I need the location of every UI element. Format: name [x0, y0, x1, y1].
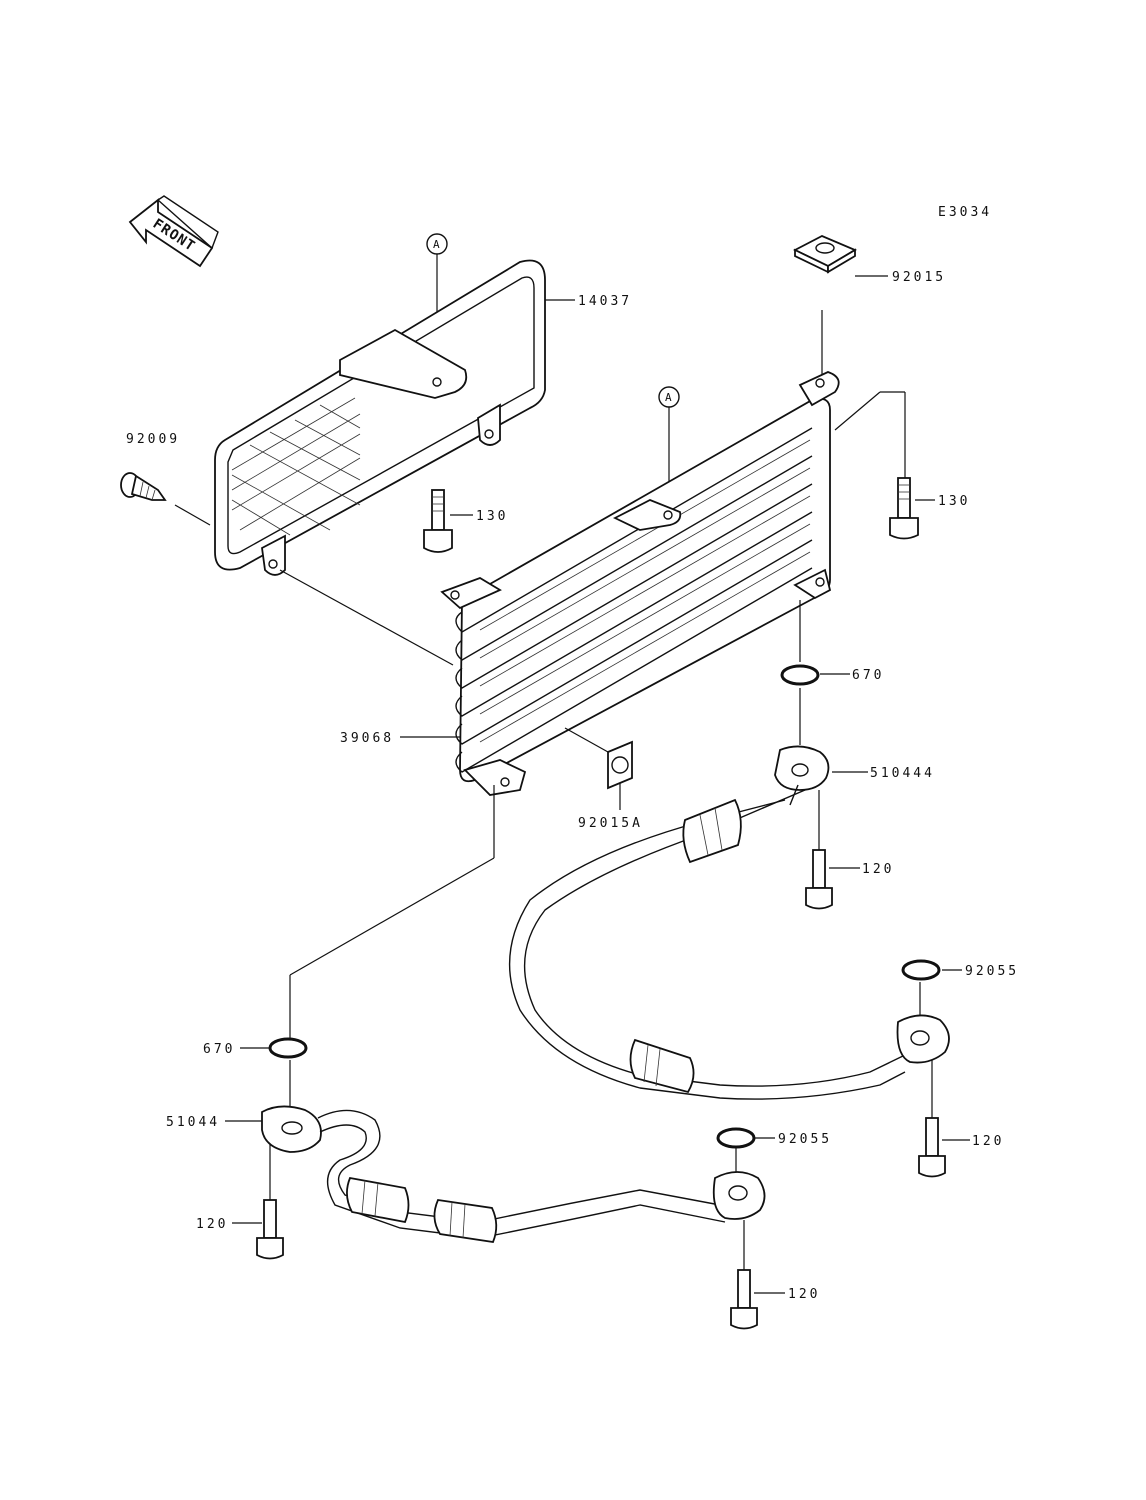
bolt-130-left — [423, 489, 453, 553]
svg-text:A: A — [665, 391, 672, 404]
clip-nut-top — [792, 235, 857, 378]
bolt-120-upper — [805, 849, 833, 910]
diagram-code: E3034 — [938, 205, 992, 220]
tapping-screw-92009 — [120, 472, 167, 501]
clip-nut-92015a — [607, 740, 633, 790]
label-120-bottom: 120 — [788, 1287, 820, 1302]
label-130-left: 130 — [476, 509, 508, 524]
label-670-left: 670 — [203, 1042, 235, 1057]
label-51044: 51044 — [166, 1115, 220, 1130]
cooler-guard — [214, 259, 546, 576]
label-92015a: 92015A — [578, 816, 643, 831]
label-14037: 14037 — [578, 294, 632, 309]
o-ring-92055-left — [716, 1127, 756, 1149]
front-arrow-icon: FRONT — [128, 195, 219, 268]
bolt-120-left — [256, 1199, 284, 1260]
bolt-130-right — [889, 477, 919, 540]
label-120-left: 120 — [196, 1217, 228, 1232]
label-39068: 39068 — [340, 731, 394, 746]
o-ring-92055-right — [901, 959, 941, 981]
oil-cooler-core — [440, 371, 840, 796]
o-ring-670-left — [268, 1037, 308, 1059]
bolt-120-bottom — [730, 1269, 758, 1330]
oil-hose-upper — [508, 745, 950, 1100]
svg-text:A: A — [433, 238, 440, 251]
label-670-right: 670 — [852, 668, 884, 683]
label-92055-right: 92055 — [965, 964, 1019, 979]
label-130-right: 130 — [938, 494, 970, 509]
bolt-120-right — [918, 1117, 946, 1178]
label-510444: 510444 — [870, 766, 935, 781]
label-120-upper: 120 — [862, 862, 894, 877]
label-92055-left: 92055 — [778, 1132, 832, 1147]
label-120-right: 120 — [972, 1134, 1004, 1149]
leader-lines — [174, 275, 970, 1294]
o-ring-670-right — [780, 664, 820, 686]
oil-hose-lower — [261, 1105, 766, 1243]
label-92015: 92015 — [892, 270, 946, 285]
label-92009: 92009 — [126, 432, 180, 447]
